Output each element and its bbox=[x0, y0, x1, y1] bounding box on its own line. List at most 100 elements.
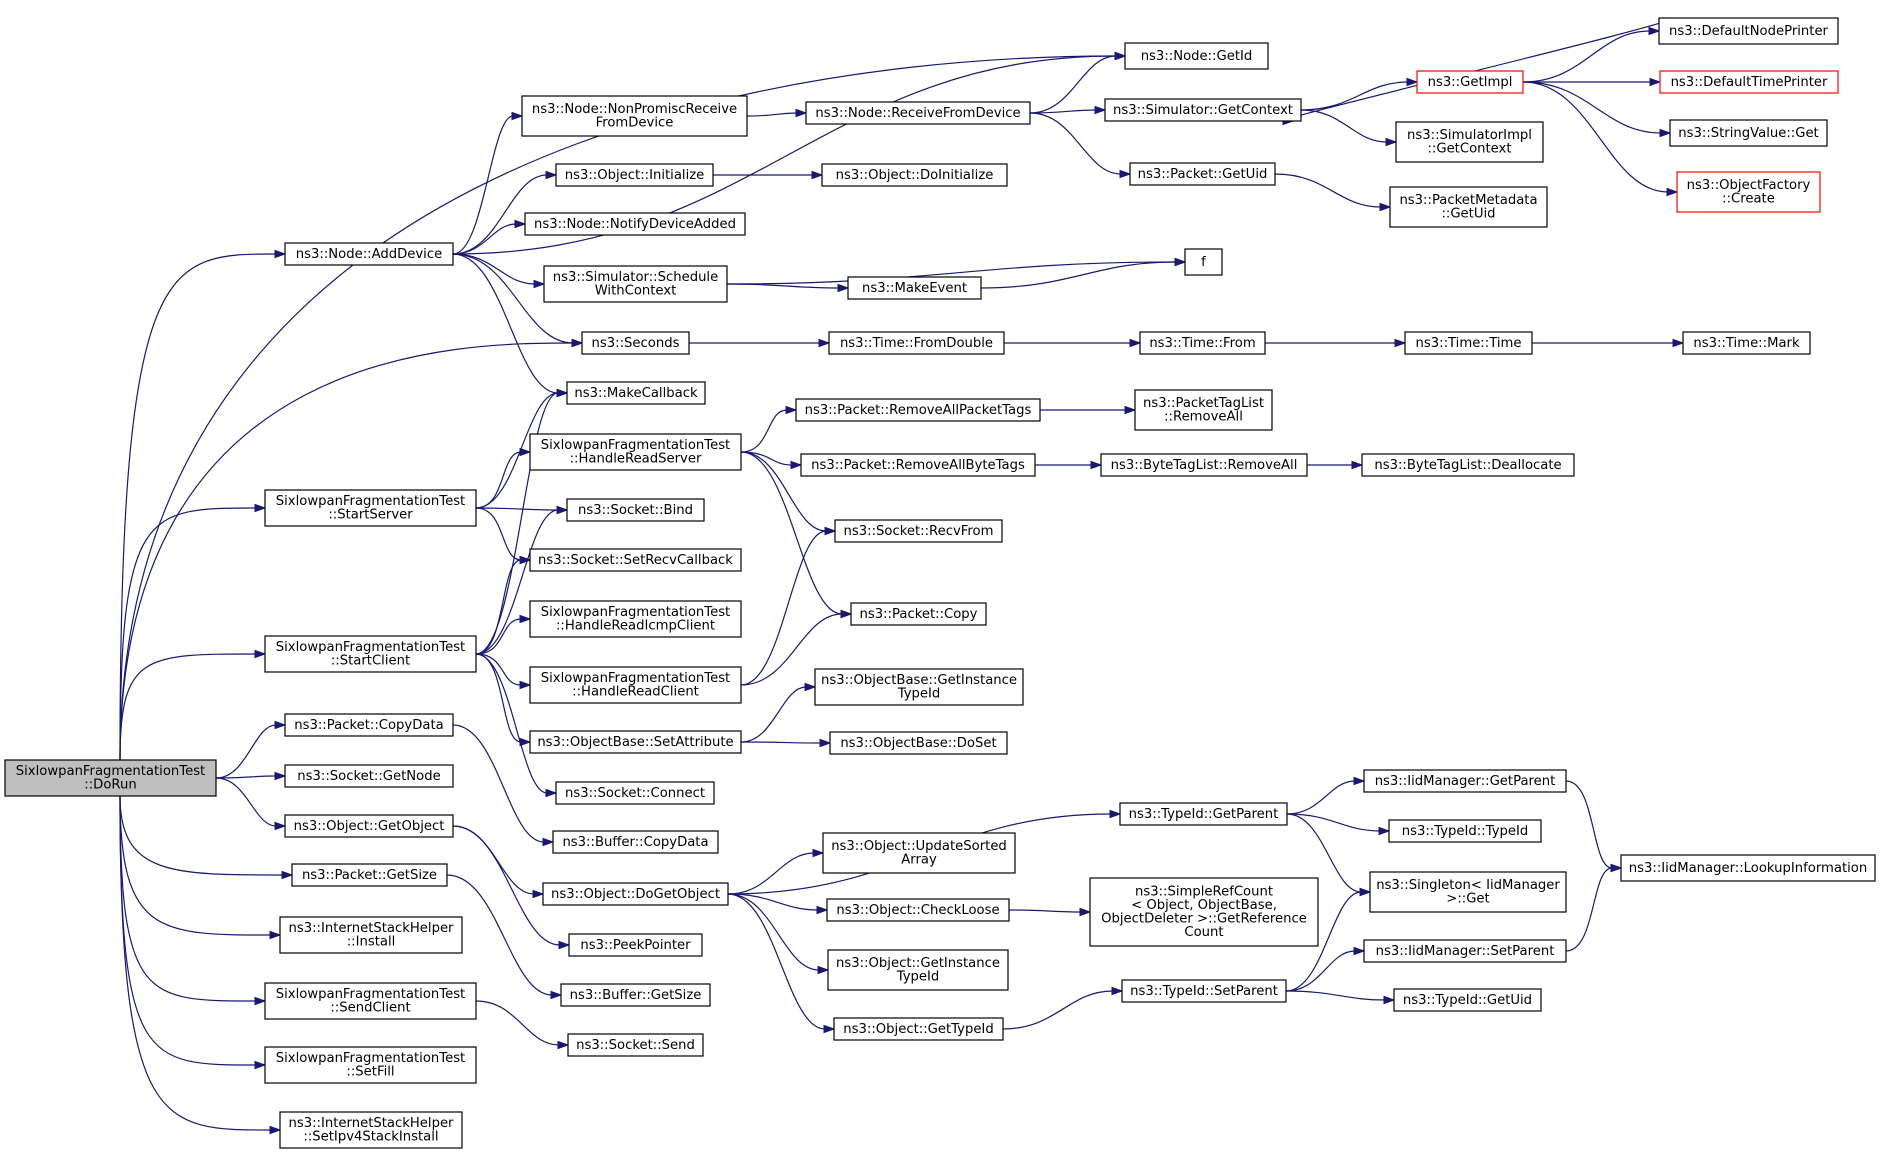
node-box[interactable] bbox=[543, 265, 728, 303]
node-box[interactable] bbox=[1124, 42, 1269, 70]
node-box[interactable] bbox=[834, 519, 1003, 543]
node-box[interactable] bbox=[822, 832, 1016, 874]
node-stringValueGet[interactable]: ns3::StringValue::Get bbox=[1669, 119, 1828, 147]
node-box[interactable] bbox=[529, 666, 742, 704]
node-makeCallback[interactable]: ns3::MakeCallback bbox=[566, 381, 706, 405]
node-singletonGet[interactable]: ns3::Singleton< IidManager >::Get bbox=[1369, 871, 1567, 913]
node-objectDoGetObject[interactable]: ns3::Object::DoGetObject bbox=[542, 882, 729, 906]
node-box[interactable] bbox=[1139, 331, 1266, 355]
node-box[interactable] bbox=[847, 276, 982, 300]
node-box[interactable] bbox=[264, 982, 477, 1020]
node-packetCopy[interactable]: ns3::Packet::Copy bbox=[850, 602, 987, 626]
node-objCheckLoose[interactable]: ns3::Object::CheckLoose bbox=[826, 898, 1010, 922]
node-ishSetIpv4[interactable]: ns3::InternetStackHelper::SetIpv4StackIn… bbox=[279, 1111, 463, 1149]
node-objectDoInitialize[interactable]: ns3::Object::DoInitialize bbox=[821, 163, 1008, 187]
node-ishInstall[interactable]: ns3::InternetStackHelper::Install bbox=[279, 916, 463, 954]
node-socketBind[interactable]: ns3::Socket::Bind bbox=[566, 498, 705, 522]
node-box[interactable] bbox=[555, 163, 714, 187]
node-socketGetNode[interactable]: ns3::Socket::GetNode bbox=[284, 764, 454, 788]
node-byteTagListDealloc[interactable]: ns3::ByteTagList::Deallocate bbox=[1361, 453, 1575, 477]
node-byteTagListRemoveAll[interactable]: ns3::ByteTagList::RemoveAll bbox=[1100, 453, 1308, 477]
node-box[interactable] bbox=[1388, 819, 1542, 843]
node-objGetTypeId[interactable]: ns3::Object::GetTypeId bbox=[833, 1017, 1004, 1041]
node-box[interactable] bbox=[284, 713, 454, 737]
node-timeTime[interactable]: ns3::Time::Time bbox=[1404, 331, 1533, 355]
node-nodeNotifyDevice[interactable]: ns3::Node::NotifyDeviceAdded bbox=[524, 212, 746, 236]
node-pktRemoveAllByteTags[interactable]: ns3::Packet::RemoveAllByteTags bbox=[800, 453, 1036, 477]
node-box[interactable] bbox=[1121, 979, 1287, 1003]
node-typeIdGetUid[interactable]: ns3::TypeId::GetUid bbox=[1393, 988, 1542, 1012]
node-box[interactable] bbox=[264, 635, 477, 673]
node-objBaseSetAttr[interactable]: ns3::ObjectBase::SetAttribute bbox=[529, 730, 742, 754]
node-objectFactoryCreate[interactable]: ns3::ObjectFactory::Create bbox=[1676, 171, 1821, 213]
node-bufferCopyData[interactable]: ns3::Buffer::CopyData bbox=[552, 830, 719, 854]
node-box[interactable] bbox=[524, 212, 746, 236]
node-pktMetaGetUid[interactable]: ns3::PacketMetadata::GetUid bbox=[1389, 186, 1548, 228]
node-box[interactable] bbox=[264, 1046, 477, 1084]
node-pktRemoveAllPktTags[interactable]: ns3::Packet::RemoveAllPacketTags bbox=[795, 398, 1041, 422]
node-box[interactable] bbox=[1100, 453, 1308, 477]
node-startServer[interactable]: SixlowpanFragmentationTest::StartServer bbox=[264, 489, 477, 527]
node-box[interactable] bbox=[821, 163, 1008, 187]
node-root[interactable]: SixlowpanFragmentationTest::DoRun bbox=[4, 759, 217, 797]
node-startClient[interactable]: SixlowpanFragmentationTest::StartClient bbox=[264, 635, 477, 673]
node-box[interactable] bbox=[1393, 988, 1542, 1012]
node-box[interactable] bbox=[1363, 939, 1567, 963]
node-simImplGetContext[interactable]: ns3::SimulatorImpl::GetContext bbox=[1395, 121, 1544, 163]
node-box[interactable] bbox=[826, 898, 1010, 922]
node-box[interactable] bbox=[1119, 802, 1288, 826]
node-handleReadIcmp[interactable]: SixlowpanFragmentationTest::HandleReadIc… bbox=[529, 600, 742, 638]
node-box[interactable] bbox=[833, 1017, 1004, 1041]
node-box[interactable] bbox=[555, 781, 715, 805]
node-box[interactable] bbox=[1416, 70, 1524, 94]
node-socketRecvFrom[interactable]: ns3::Socket::RecvFrom bbox=[834, 519, 1003, 543]
node-box[interactable] bbox=[279, 916, 463, 954]
node-packetGetSize[interactable]: ns3::Packet::GetSize bbox=[291, 863, 448, 887]
node-box[interactable] bbox=[1184, 248, 1223, 276]
node-box[interactable] bbox=[1395, 121, 1544, 163]
node-socketConnect[interactable]: ns3::Socket::Connect bbox=[555, 781, 715, 805]
node-defaultTimePrinter[interactable]: ns3::DefaultTimePrinter bbox=[1659, 70, 1839, 94]
node-box[interactable] bbox=[542, 882, 729, 906]
node-box[interactable] bbox=[1682, 331, 1811, 355]
node-box[interactable] bbox=[529, 433, 742, 471]
node-box[interactable] bbox=[1659, 70, 1839, 94]
node-socketSetRecvCb[interactable]: ns3::Socket::SetRecvCallback bbox=[529, 548, 742, 572]
node-timeMark[interactable]: ns3::Time::Mark bbox=[1682, 331, 1811, 355]
node-typeIdGetParent[interactable]: ns3::TypeId::GetParent bbox=[1119, 802, 1288, 826]
node-iidGetParent[interactable]: ns3::IidManager::GetParent bbox=[1363, 769, 1567, 793]
node-iidSetParent[interactable]: ns3::IidManager::SetParent bbox=[1363, 939, 1567, 963]
node-box[interactable] bbox=[567, 1033, 704, 1057]
node-box[interactable] bbox=[1129, 162, 1276, 186]
node-handleReadClient[interactable]: SixlowpanFragmentationTest::HandleReadCl… bbox=[529, 666, 742, 704]
node-box[interactable] bbox=[1089, 877, 1319, 947]
node-box[interactable] bbox=[1363, 769, 1567, 793]
node-box[interactable] bbox=[568, 933, 703, 957]
node-getImpl[interactable]: ns3::GetImpl bbox=[1416, 70, 1524, 94]
node-box[interactable] bbox=[829, 731, 1008, 755]
node-box[interactable] bbox=[814, 668, 1024, 706]
node-box[interactable] bbox=[291, 863, 448, 887]
node-box[interactable] bbox=[529, 548, 742, 572]
node-socketSend[interactable]: ns3::Socket::Send bbox=[567, 1033, 704, 1057]
node-box[interactable] bbox=[1361, 453, 1575, 477]
node-box[interactable] bbox=[284, 242, 454, 266]
node-box[interactable] bbox=[264, 489, 477, 527]
node-addDevice[interactable]: ns3::Node::AddDevice bbox=[284, 242, 454, 266]
node-typeIdSetParent[interactable]: ns3::TypeId::SetParent bbox=[1121, 979, 1287, 1003]
node-box[interactable] bbox=[850, 602, 987, 626]
node-seconds[interactable]: ns3::Seconds bbox=[581, 331, 690, 355]
node-box[interactable] bbox=[827, 949, 1009, 991]
node-timeFrom[interactable]: ns3::Time::From bbox=[1139, 331, 1266, 355]
node-timeFromDouble[interactable]: ns3::Time::FromDouble bbox=[828, 331, 1005, 355]
node-handleReadServer[interactable]: SixlowpanFragmentationTest::HandleReadSe… bbox=[529, 433, 742, 471]
node-box[interactable] bbox=[828, 331, 1005, 355]
node-objectGetObject[interactable]: ns3::Object::GetObject bbox=[284, 814, 454, 838]
node-box[interactable] bbox=[4, 759, 217, 797]
node-simGetContext[interactable]: ns3::Simulator::GetContext bbox=[1104, 98, 1302, 122]
node-box[interactable] bbox=[566, 381, 706, 405]
